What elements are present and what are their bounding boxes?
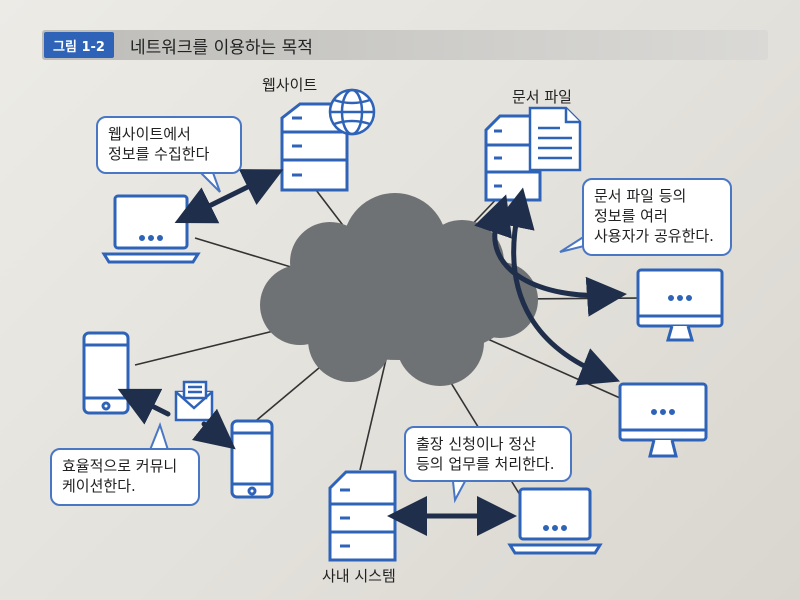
arrow-monitor-lower	[495, 187, 620, 386]
monitor-icon-lower	[618, 382, 708, 458]
arrows	[117, 169, 627, 536]
laptop-icon-left	[101, 194, 201, 264]
callout-file-share: 문서 파일 등의 정보를 여러 사용자가 공유한다.	[582, 178, 732, 256]
internet-cloud	[260, 193, 538, 386]
intranet-server-icon	[328, 470, 397, 562]
arrow-website	[174, 169, 284, 224]
tail-communication	[149, 422, 169, 451]
callout-business: 출장 신청이나 정산 등의 업무를 처리한다.	[404, 426, 572, 482]
arrow-tablet-mail	[117, 388, 171, 425]
figure-header-bar	[42, 30, 768, 60]
intranet-label: 사내 시스템	[322, 567, 396, 585]
figure-title: 네트워크를 이용하는 목적	[130, 38, 313, 58]
callout-website: 웹사이트에서 정보를 수집한다	[96, 116, 242, 174]
file-server-label: 문서 파일	[512, 88, 572, 106]
email-icon	[174, 380, 214, 422]
arrow-mail-phone	[191, 408, 236, 450]
figure-label: 그림 1-2	[44, 32, 114, 58]
globe-icon	[328, 88, 376, 136]
callout-communication: 효율적으로 커뮤니 케이션한다.	[50, 448, 200, 506]
tablet-icon	[82, 331, 130, 415]
website-server-icon	[280, 102, 349, 192]
laptop-icon-lower	[507, 487, 603, 555]
monitor-icon-right	[636, 268, 724, 342]
website-label: 웹사이트	[262, 76, 318, 94]
document-icon	[528, 106, 582, 172]
smartphone-icon	[230, 419, 274, 499]
